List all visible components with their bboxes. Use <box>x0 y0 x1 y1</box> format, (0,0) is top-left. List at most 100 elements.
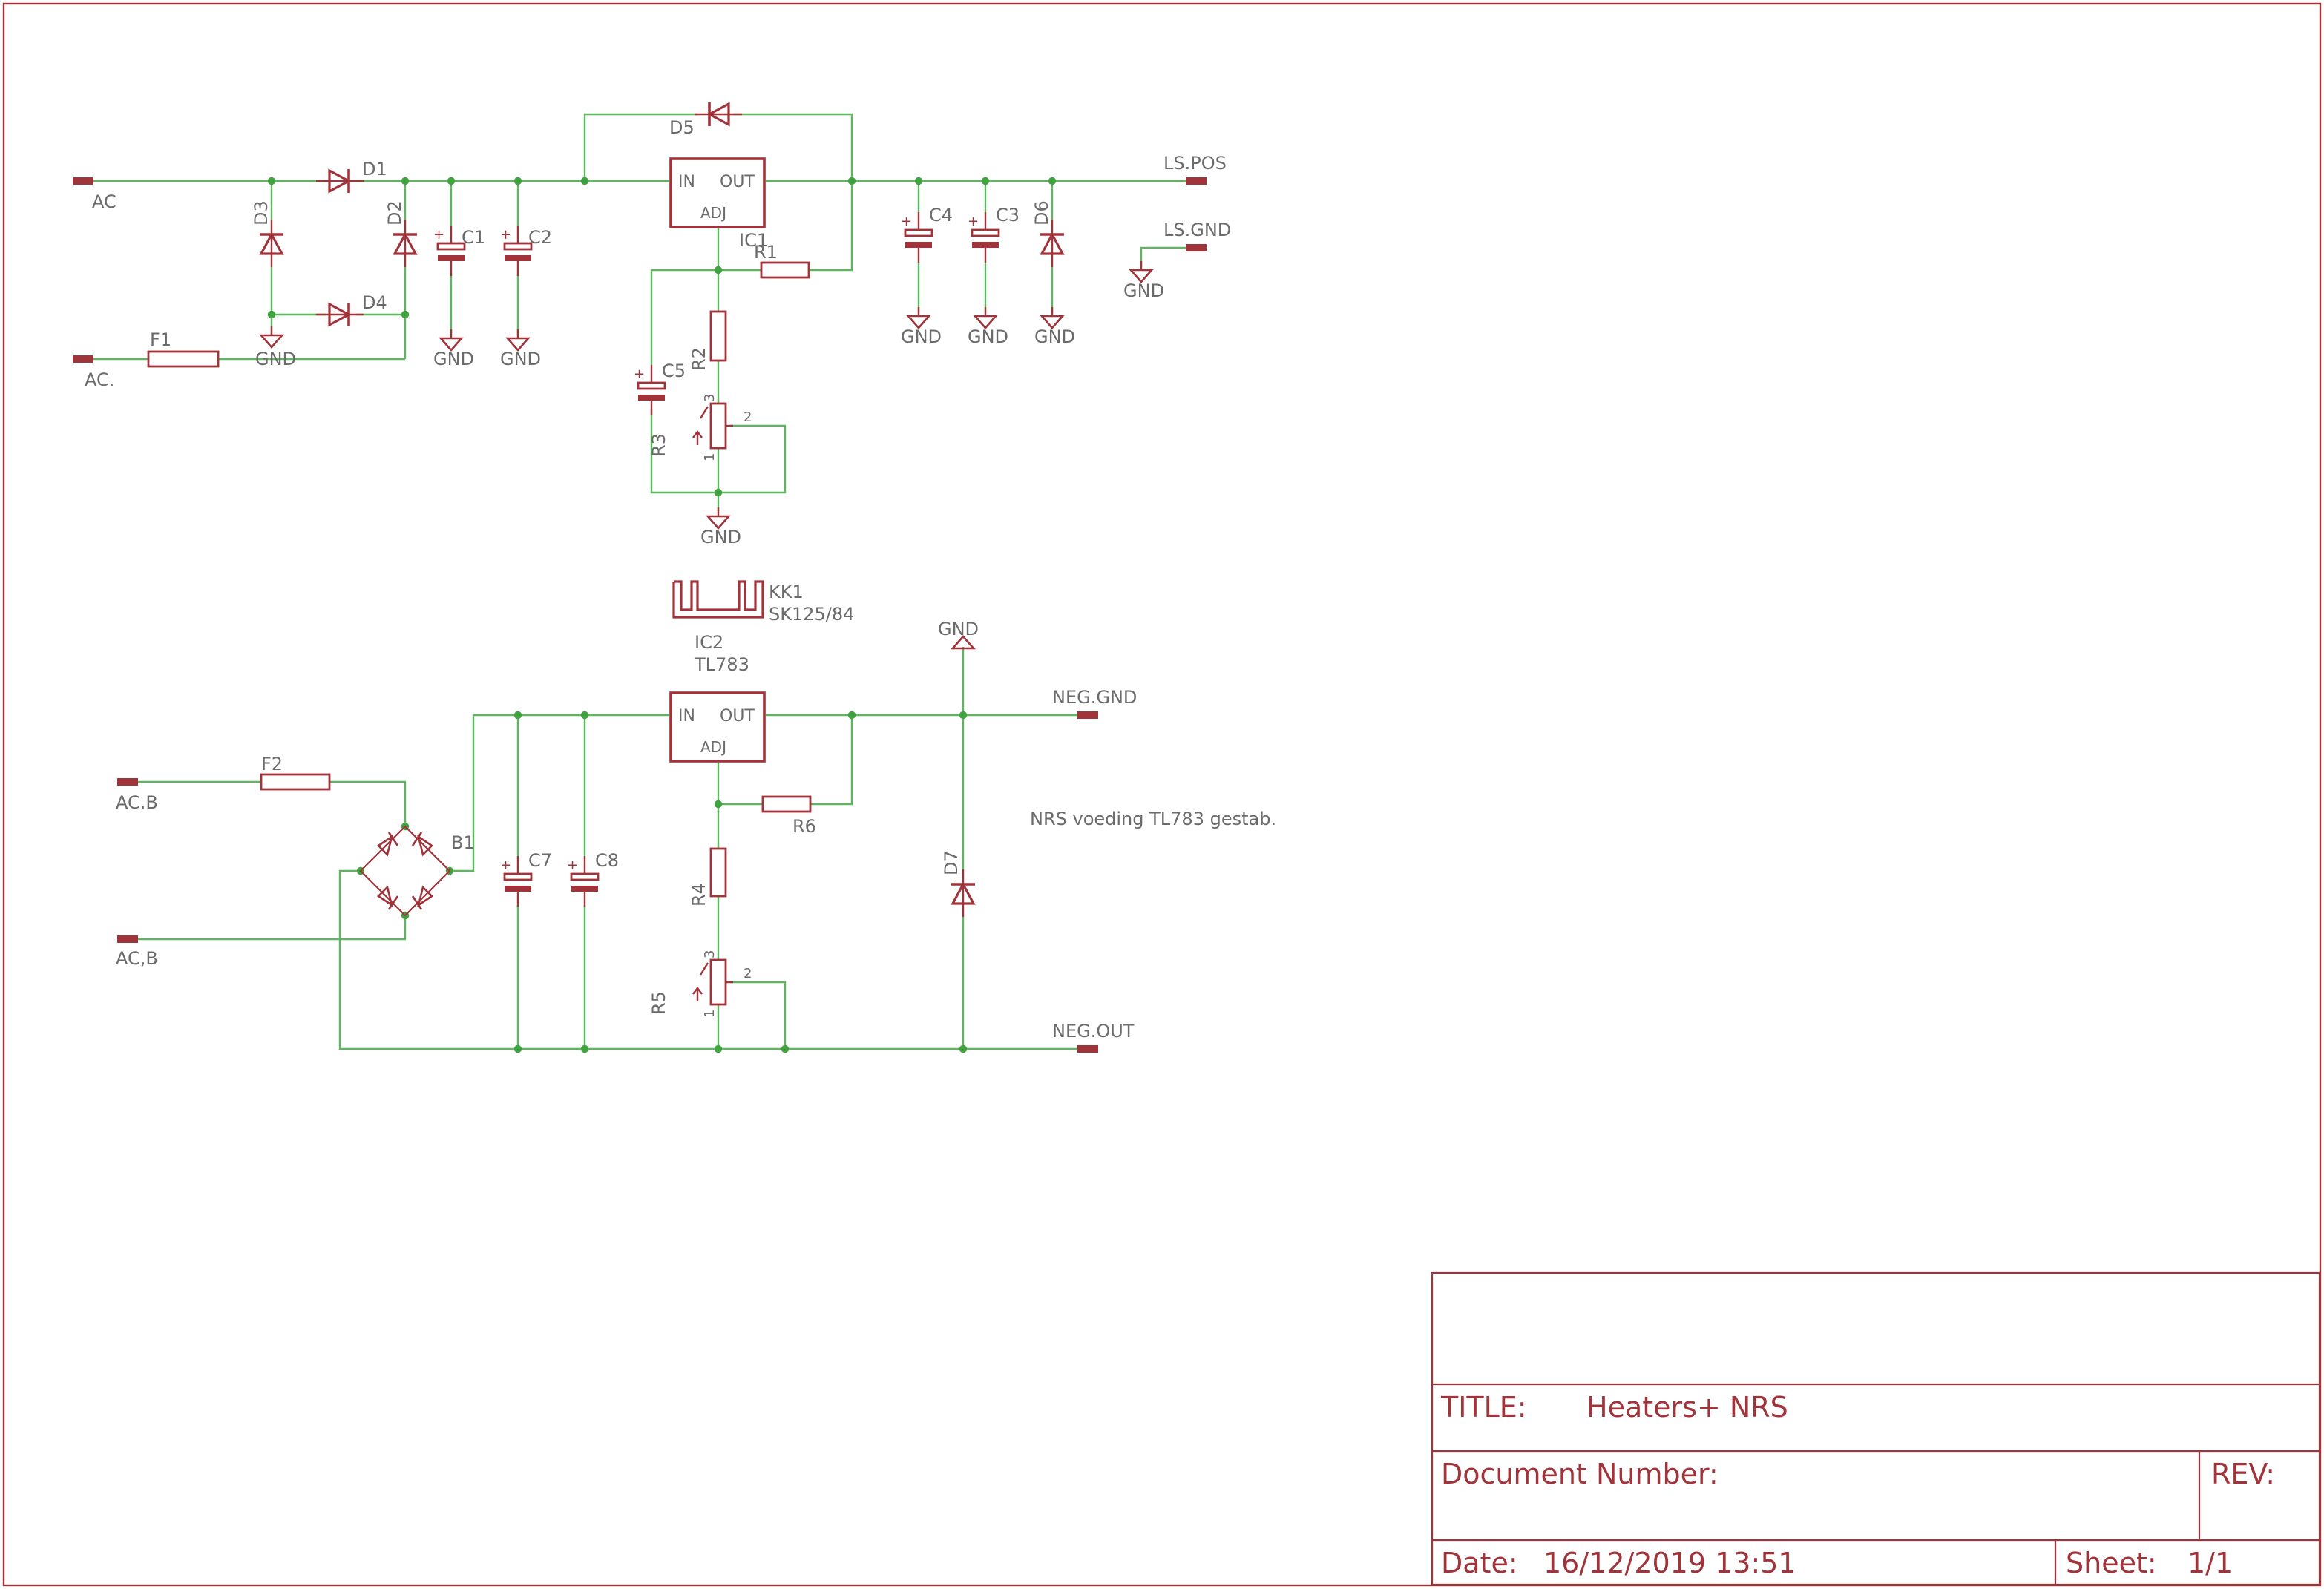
gnd-symbol-ls <box>1129 260 1153 283</box>
label-c4: C4 <box>929 205 953 226</box>
label-ic2: IC2 <box>695 632 723 653</box>
label-ls-gnd: LS.GND <box>1163 220 1231 240</box>
r5-pin-1: 1 <box>702 1010 718 1018</box>
capacitor-c3 <box>966 211 1000 264</box>
resistor-r2 <box>709 310 727 362</box>
gnd-symbol-d6 <box>1040 306 1064 329</box>
label-neg-gnd: NEG.GND <box>1052 687 1137 708</box>
gnd-symbol-c2 <box>506 328 530 352</box>
diode-d3 <box>258 218 285 269</box>
capacitor-c5 <box>632 363 666 417</box>
diode-d4 <box>315 301 365 328</box>
r3-pin-2: 2 <box>744 409 752 425</box>
potentiometer-r5 <box>692 958 733 1006</box>
gnd-label-ls: GND <box>1123 280 1164 301</box>
connector-ls-pos <box>1186 177 1207 185</box>
r5-pin-2: 2 <box>744 966 752 981</box>
gnd-symbol-c1 <box>439 328 463 352</box>
label-ls-pos: LS.POS <box>1163 153 1227 174</box>
connector-acb-1 <box>117 778 138 786</box>
label-d2: D2 <box>384 200 405 226</box>
upper-junctions <box>267 177 1057 497</box>
label-r1: R1 <box>754 242 778 263</box>
resistor-r4 <box>709 847 727 898</box>
gnd-symbol-lower <box>951 635 976 650</box>
capacitor-c7 <box>499 855 533 908</box>
label-c1: C1 <box>462 227 485 248</box>
upper-wires <box>92 113 1187 513</box>
diode-d5 <box>693 101 744 128</box>
gnd-symbol-r3 <box>706 506 730 530</box>
label-acb-1: AC.B <box>116 792 158 813</box>
connector-ac <box>73 177 93 185</box>
gnd-symbol-d3 <box>260 325 283 349</box>
label-ac: AC <box>92 191 116 212</box>
potentiometer-r3 <box>692 402 733 450</box>
ic2-pin-out: OUT <box>720 707 755 726</box>
label-c7: C7 <box>528 850 552 871</box>
regulator-ic2 <box>669 691 766 763</box>
label-d4: D4 <box>362 292 387 313</box>
label-r6: R6 <box>792 816 816 837</box>
heatsink-kk1 <box>672 580 764 619</box>
gnd-label-c2: GND <box>500 349 541 369</box>
date-label: Date: <box>1441 1547 1518 1579</box>
regulator-ic1 <box>669 157 766 228</box>
date-value: 16/12/2019 13:51 <box>1543 1547 1796 1579</box>
label-r2: R2 <box>689 347 709 371</box>
capacitor-c2 <box>499 224 533 277</box>
connector-ls-gnd <box>1186 244 1207 251</box>
lower-wires <box>137 647 1080 1050</box>
circuit-note: NRS voeding TL783 gestab. <box>1030 809 1276 829</box>
label-d6: D6 <box>1031 200 1052 226</box>
gnd-label-c4: GND <box>901 326 942 347</box>
label-neg-out: NEG.OUT <box>1052 1021 1135 1042</box>
r3-pin-3: 3 <box>702 394 718 402</box>
sheet-label: Sheet: <box>2066 1547 2157 1579</box>
connector-neg-gnd <box>1077 711 1098 719</box>
capacitor-c4 <box>899 211 933 264</box>
fuse-f1 <box>147 350 220 368</box>
sheet-value: 1/1 <box>2187 1547 2233 1579</box>
label-b1: B1 <box>451 832 475 853</box>
gnd-label-c1: GND <box>433 349 474 369</box>
label-ic1: IC1 <box>739 230 768 251</box>
label-d3: D3 <box>251 200 272 226</box>
connector-ac-dot <box>73 355 93 363</box>
capacitor-c8 <box>565 855 600 908</box>
label-ic2-value: TL783 <box>694 654 749 675</box>
label-c2: C2 <box>528 227 552 248</box>
label-r3: R3 <box>649 433 669 457</box>
gnd-label-c3: GND <box>968 326 1008 347</box>
ic2-pin-adj: ADJ <box>700 738 726 756</box>
gnd-symbol-c3 <box>974 306 997 329</box>
bridge-b1 <box>359 825 451 917</box>
gnd-label-lower: GND <box>938 619 979 639</box>
label-kk1: KK1 <box>769 582 804 602</box>
label-ac-dot: AC. <box>85 369 114 390</box>
resistor-r6 <box>761 795 812 813</box>
fuse-f2 <box>260 773 331 791</box>
rev-label: REV: <box>2211 1458 2275 1490</box>
label-acb-2: AC,B <box>116 948 158 969</box>
r5-pin-3: 3 <box>702 950 718 958</box>
gnd-label-d6: GND <box>1034 326 1075 347</box>
label-f1: F1 <box>150 329 171 350</box>
ic1-pin-in: IN <box>678 173 695 191</box>
title-label: TITLE: <box>1440 1391 1527 1424</box>
title-value: Heaters+ NRS <box>1586 1391 1788 1424</box>
label-c5: C5 <box>662 361 686 381</box>
diode-d2 <box>392 218 418 269</box>
doc-number-label: Document Number: <box>1441 1458 1719 1490</box>
label-kk1-value: SK125/84 <box>769 604 854 625</box>
gnd-label-r3: GND <box>700 527 741 547</box>
diode-d6 <box>1039 218 1066 269</box>
label-d1: D1 <box>362 159 387 180</box>
gnd-symbol-c4 <box>907 306 930 329</box>
label-d5: D5 <box>669 117 695 138</box>
label-f2: F2 <box>261 754 283 774</box>
ic1-pin-adj: ADJ <box>700 204 726 222</box>
gnd-label-d3: GND <box>255 349 296 369</box>
